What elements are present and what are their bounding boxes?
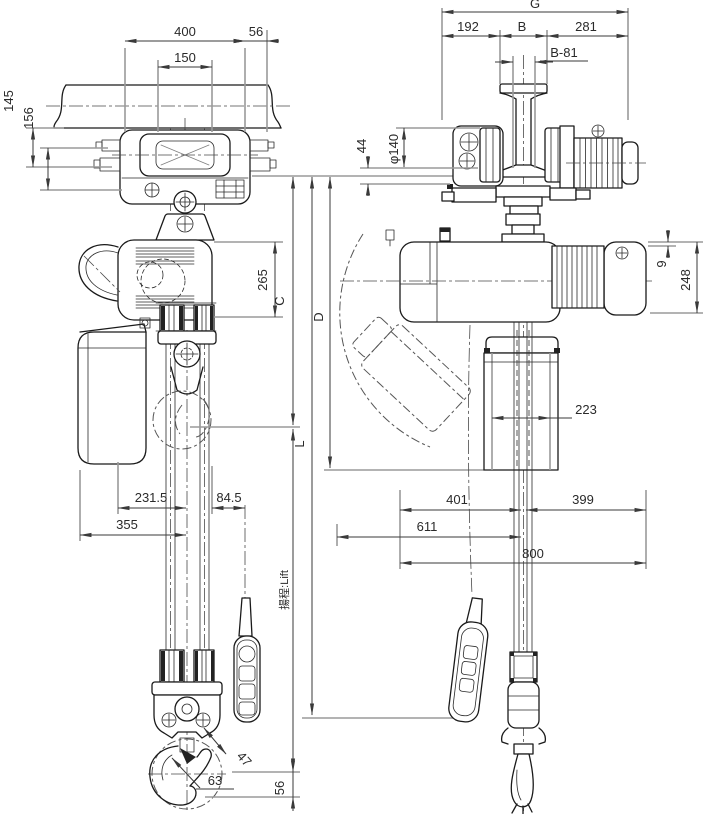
dim-label-265: 265: [255, 269, 270, 291]
chain-container: [483, 330, 560, 471]
load-chain-falls: [165, 329, 210, 653]
trolley-wheel: [479, 127, 501, 183]
front-view: 400 56 150 145 156 265 C L: [1, 24, 484, 812]
dim-label-63: 63: [208, 773, 222, 788]
dim-label-192: 192: [457, 19, 479, 34]
dim-label-281: 281: [575, 19, 597, 34]
dim-label-400: 400: [174, 24, 196, 39]
guard-handle: [78, 244, 121, 302]
dim-label-231-5: 231.5: [135, 490, 168, 505]
pendant-button: [238, 683, 256, 700]
dim-label-150: 150: [174, 50, 196, 65]
dim-label-G: G: [530, 0, 540, 11]
hook-block-raised: [152, 330, 217, 450]
dim-label-156: 156: [21, 107, 36, 129]
dim-label-D: D: [311, 312, 326, 321]
dim-label-9: 9: [654, 260, 669, 267]
side-view: G 192 B 281 B-81 44 φ140 9 248: [336, 0, 703, 814]
bolt-icon: [144, 182, 160, 198]
dim-label-355: 355: [116, 517, 138, 532]
dim-label-800: 800: [522, 546, 544, 561]
front-dimensions: 400 56 150 145 156 265 C L: [1, 24, 484, 811]
dim-label-56-hook: 56: [272, 781, 287, 795]
dim-label-223: 223: [575, 402, 597, 417]
dim-label-B: B: [518, 19, 527, 34]
suspension-eye: [173, 190, 197, 214]
trolley-side: [385, 124, 646, 247]
runway-beam: [46, 84, 290, 129]
dim-label-611: 611: [417, 519, 438, 534]
dim-label-L: L: [292, 440, 307, 447]
dim-label-401: 401: [446, 492, 468, 507]
hoist-motor: [551, 241, 647, 316]
control-box: [77, 317, 151, 465]
dim-label-44: 44: [354, 139, 369, 153]
dim-label-C: C: [272, 296, 287, 305]
pendant-button: [238, 645, 256, 663]
hook-side: [500, 321, 547, 814]
bucket-swing-arc: [339, 233, 431, 448]
trolley-front: [93, 129, 277, 214]
dim-label-399: 399: [572, 492, 594, 507]
pendant-button: [238, 701, 256, 716]
dim-label-phi140: φ140: [386, 134, 401, 164]
hoist-body-side: [340, 241, 652, 323]
dim-label-56-top: 56: [249, 24, 263, 39]
pendant-control-front: [233, 505, 261, 723]
dim-label-84-5: 84.5: [216, 490, 241, 505]
pendant-control-side: [448, 324, 489, 723]
dim-label-145: 145: [1, 90, 16, 112]
phantom-hook-circle: [152, 390, 212, 450]
suspension-lug: [155, 213, 215, 241]
side-dimensions: G 192 B 281 B-81 44 φ140 9 248: [336, 0, 703, 569]
dim-label-B81: B-81: [550, 45, 577, 60]
trolley-motor: [566, 124, 646, 189]
pendant-button: [238, 665, 256, 682]
dim-label-248: 248: [678, 269, 693, 291]
hoist-body-front: [78, 239, 213, 321]
lift-annotation: 揚程:Lift: [278, 570, 291, 610]
